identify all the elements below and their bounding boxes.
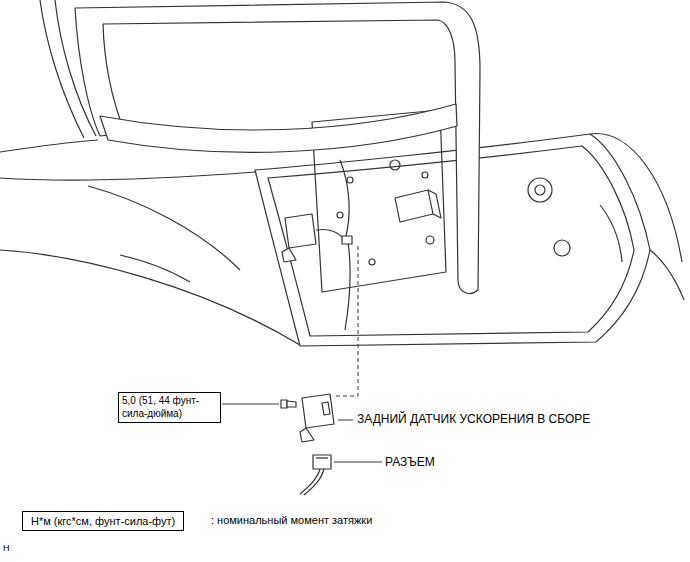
box-text: 5,0 (51, 44 фунт-сила-дюйма) [122, 395, 217, 420]
drawing-stroke [535, 185, 545, 195]
leader-lines [222, 246, 382, 462]
torque-box: 5,0 (51, 44 фунт-сила-дюйма) [118, 392, 221, 423]
drawing-stroke [100, 104, 457, 152]
drawing-stroke [426, 236, 434, 244]
drawing-stroke [340, 160, 349, 240]
drawing-stroke [338, 420, 353, 421]
drawing-stroke [75, 2, 480, 293]
drawing-stroke [120, 255, 190, 282]
drawing-stroke [316, 229, 345, 240]
drawing-stroke [222, 404, 279, 405]
drawing-stroke [282, 248, 296, 262]
drawing-stroke [268, 146, 634, 336]
drawing-stroke [313, 455, 331, 469]
drawing-stroke [395, 190, 433, 222]
drawing-stroke [337, 212, 343, 218]
installed-sensor [282, 160, 352, 330]
drawing-stroke [322, 402, 330, 415]
exploded-parts [281, 394, 334, 495]
drawing-stroke [650, 250, 684, 300]
drawing-stroke [88, 186, 240, 270]
trunk-lid [75, 2, 480, 293]
car-body [0, 0, 684, 346]
drawing-stroke [390, 160, 400, 170]
drawing-stroke [300, 428, 314, 442]
figure-code: H [3, 543, 10, 553]
drawing-stroke [287, 401, 296, 407]
drawing-stroke [302, 394, 334, 428]
drawing-stroke [554, 240, 570, 256]
drawing-stroke [336, 246, 358, 396]
drawing-stroke [422, 172, 428, 178]
drawing-stroke [345, 242, 350, 330]
drawing-stroke [528, 178, 552, 202]
box-text: Н*м (кгс*см, фунт-сила-фут) [31, 514, 175, 528]
drawing-stroke [369, 259, 375, 265]
legend-note: : номинальный момент затяжки [211, 514, 372, 526]
drawing-stroke [347, 177, 353, 183]
drawing-stroke [281, 400, 287, 408]
drawing-stroke [0, 140, 98, 152]
drawing-stroke [0, 172, 255, 180]
drawing-stroke [316, 457, 328, 458]
drawing-stroke [342, 236, 352, 244]
drawing-stroke [304, 469, 324, 495]
drawing-stroke [590, 134, 682, 262]
legend-torque-box: Н*м (кгс*см, фунт-сила-фут) [22, 511, 184, 531]
part-name: ЗАДНИЙ ДАТЧИК УСКОРЕНИЯ В СБОРЕ [357, 412, 590, 426]
drawing-stroke [600, 205, 622, 262]
drawing-stroke [334, 462, 382, 463]
part-name: РАЗЪЕМ [385, 455, 435, 469]
drawing-stroke [0, 250, 300, 345]
drawing-stroke [428, 190, 441, 218]
drawing-stroke [285, 214, 316, 248]
